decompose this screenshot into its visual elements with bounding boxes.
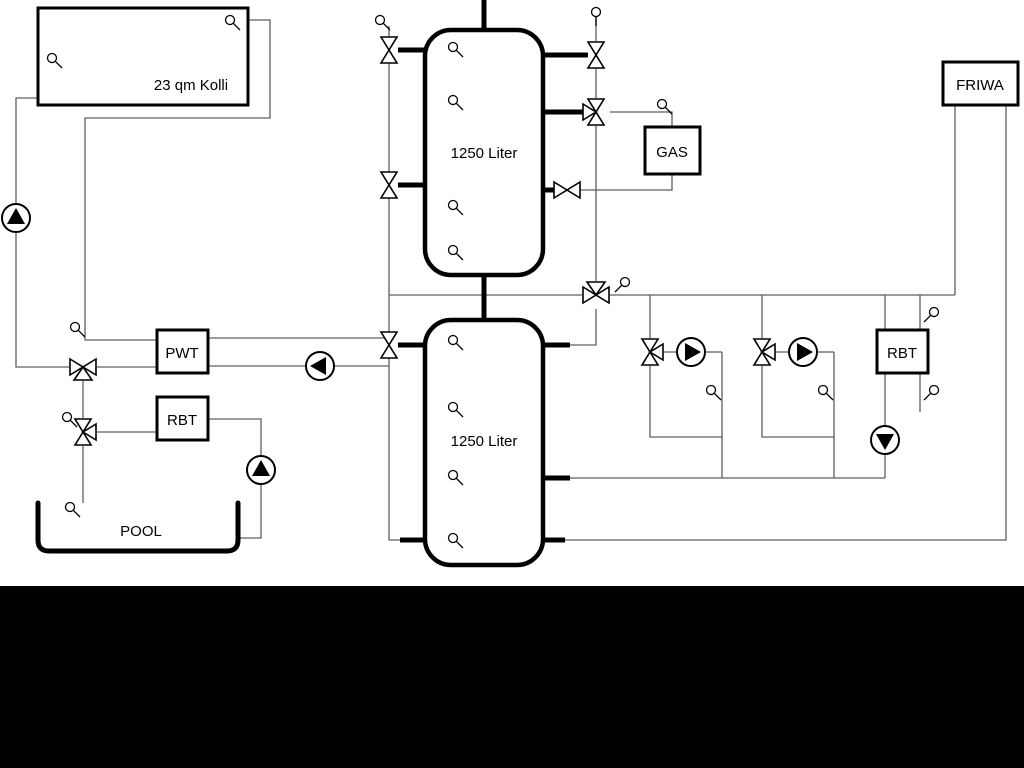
valve-branch <box>648 342 664 362</box>
friwa-label: FRIWA <box>956 77 1004 94</box>
temperature-sensor-icon <box>614 276 631 293</box>
rbt-right-label: RBT <box>887 345 917 362</box>
temperature-sensor-icon <box>69 321 86 338</box>
temperature-sensor-icon <box>64 501 81 518</box>
temperature-sensor-icon <box>705 384 722 401</box>
friwa-station-box: FRIWA <box>941 60 1020 107</box>
temperature-sensor-icon <box>923 306 940 323</box>
pump-icon <box>788 337 818 367</box>
three-way-valve-icon <box>380 36 398 64</box>
buffer-tank-top-label: 1250 Liter <box>451 145 518 162</box>
pool-basin: POOL <box>35 500 241 554</box>
piping-thick <box>398 0 588 543</box>
buffer-tank-top: 1250 Liter <box>422 27 546 278</box>
piping-thin <box>15 16 1007 541</box>
collector-box: 23 qm Kolli <box>36 6 250 107</box>
pwt-label: PWT <box>165 345 198 362</box>
pump-icon <box>1 203 31 233</box>
buffer-tank-bottom: 1250 Liter <box>422 317 546 568</box>
valve-branch <box>760 342 776 362</box>
three-way-valve-icon <box>553 181 581 199</box>
valve-branch <box>81 422 97 442</box>
pump-icon <box>870 425 900 455</box>
temperature-sensor-icon <box>923 384 940 401</box>
valves <box>69 36 776 446</box>
pump-icon <box>246 455 276 485</box>
gas-label: GAS <box>656 144 688 161</box>
gas-boiler-box: GAS <box>643 125 702 176</box>
collector-label: 23 qm Kolli <box>154 77 228 94</box>
rbt-left-label: RBT <box>167 412 197 429</box>
pump-icon <box>305 351 335 381</box>
three-way-valve-icon <box>380 171 398 199</box>
pwt-heat-exchanger-box: PWT <box>155 328 210 375</box>
rbt-left-box: RBT <box>155 395 210 442</box>
rbt-right-box: RBT <box>875 328 930 375</box>
valve-branch <box>582 102 598 122</box>
letterbox-bottom <box>0 586 1024 768</box>
pump-icon <box>676 337 706 367</box>
valve-branch <box>72 365 94 381</box>
buffer-tank-bottom-label: 1250 Liter <box>451 433 518 450</box>
pool-label: POOL <box>120 523 162 540</box>
valve-branch <box>585 281 607 297</box>
temperature-sensor-icon <box>585 4 607 27</box>
three-way-valve-icon <box>587 41 605 69</box>
three-way-valve-icon <box>380 331 398 359</box>
temperature-sensor-icon <box>374 14 391 31</box>
temperature-sensor-icon <box>817 384 834 401</box>
